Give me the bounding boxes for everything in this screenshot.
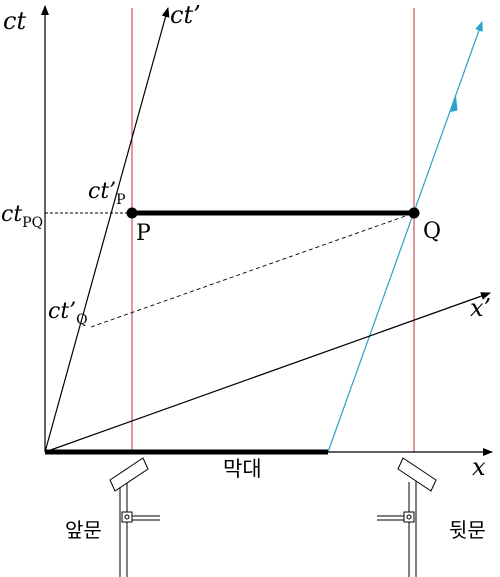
- point-q-dot: [408, 207, 420, 219]
- ct-prime-p-label: ct’P: [88, 179, 126, 208]
- ct-pq-label: ctPQ: [1, 202, 43, 231]
- point-q-label: Q: [423, 219, 441, 244]
- simultaneity-dashed-line: [90, 212, 415, 328]
- x-prime-axis: [44, 292, 491, 453]
- ct-prime-axis: [44, 7, 170, 453]
- light-ray-mid-arrow: [450, 96, 458, 112]
- ct-prime-axis-label: ct’: [170, 1, 201, 29]
- rod-label: 막대: [223, 457, 262, 481]
- ct-axis-label: ct: [3, 7, 26, 35]
- front-door-figure: [109, 457, 160, 577]
- x-prime-axis-label: x’: [470, 294, 491, 322]
- light-ray: [327, 21, 483, 453]
- x-axis-label: x: [472, 453, 486, 481]
- point-p-dot: [126, 207, 138, 219]
- point-p-label: P: [136, 221, 151, 246]
- back-door-label: 뒷문: [449, 518, 486, 542]
- front-door-label: 앞문: [65, 518, 102, 542]
- ct-prime-q-label: ct’Q: [48, 299, 88, 328]
- back-door-figure: [377, 457, 437, 577]
